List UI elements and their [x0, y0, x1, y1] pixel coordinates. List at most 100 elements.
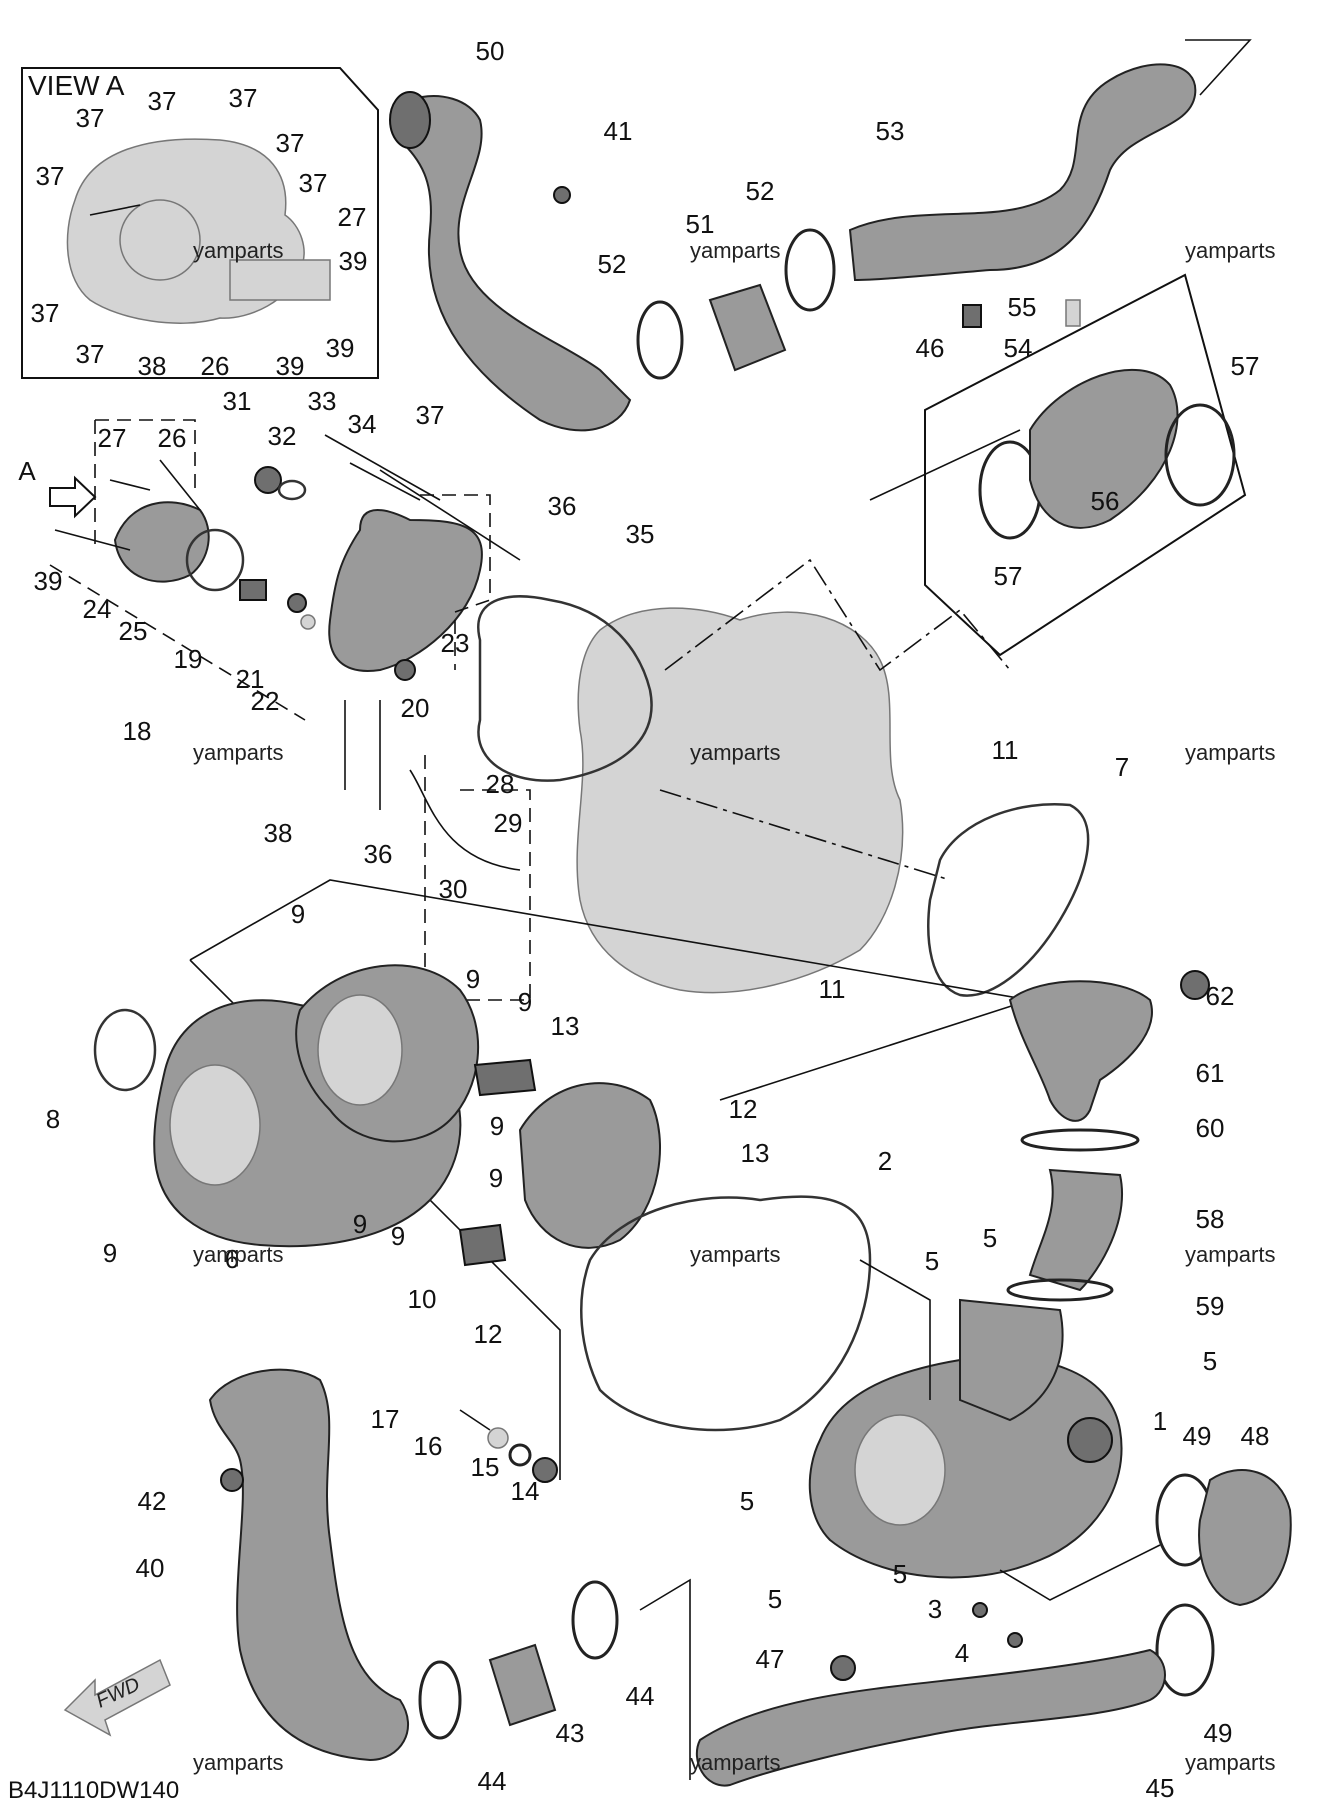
o-ring-32 [277, 479, 307, 501]
callout-44: 44 [626, 1681, 655, 1711]
callout-3: 3 [928, 1594, 942, 1624]
dash-box-pump [95, 419, 196, 490]
seal-8 [93, 1008, 157, 1092]
callout-2: 2 [878, 1146, 892, 1176]
bolt-17-line [459, 1409, 491, 1431]
callout-37: 37 [276, 128, 305, 158]
callout-12: 12 [729, 1094, 758, 1124]
hose-45 [695, 1648, 1166, 1787]
callout-18: 18 [123, 716, 152, 746]
hose-50-end [389, 91, 431, 149]
watermarks: yamparts yamparts yamparts yamparts yamparts… [193, 238, 1275, 1775]
callout-15: 15 [471, 1452, 500, 1482]
callout-29: 29 [494, 808, 523, 838]
lower-frame-left [639, 1578, 691, 1780]
callout-39: 39 [34, 566, 63, 596]
callout-43: 43 [556, 1718, 585, 1748]
nut-41 [553, 186, 571, 204]
frame-line-top [1185, 39, 1252, 96]
watermark: yamparts [193, 1242, 283, 1267]
callout-37: 37 [299, 168, 328, 198]
intake-hose-50 [398, 95, 632, 432]
callout-13: 13 [741, 1138, 770, 1168]
view-a-arrow-icon [49, 475, 97, 519]
callout-9: 9 [490, 1111, 504, 1141]
callout-8: 8 [46, 1104, 60, 1134]
watermark: yamparts [690, 1750, 780, 1775]
clamp-52-left [636, 300, 684, 380]
callout-37: 37 [36, 161, 65, 191]
callout-36: 36 [548, 491, 577, 521]
cover-6-opening [169, 1064, 261, 1186]
watermark: yamparts [1185, 1750, 1275, 1775]
duct-assembly-56 [924, 39, 1252, 657]
callout-44: 44 [478, 1766, 507, 1796]
callout-26: 26 [158, 423, 187, 453]
view-a-inset: VIEW A [21, 67, 379, 379]
upper-hoses [389, 63, 1197, 432]
callout-48: 48 [1241, 1421, 1270, 1451]
callout-49: 49 [1204, 1718, 1233, 1748]
inset-arm [89, 204, 141, 216]
cover-1-boss [1067, 1417, 1113, 1463]
bracket-10 [458, 1223, 507, 1267]
gasket-35 [477, 595, 653, 782]
nut-47 [830, 1655, 856, 1681]
watermark: yamparts [690, 238, 780, 263]
callout-37: 37 [76, 339, 105, 369]
callout-16: 16 [414, 1431, 443, 1461]
callout-33: 33 [308, 386, 337, 416]
joint-51 [708, 283, 787, 372]
callout-39: 39 [339, 246, 368, 276]
callout-27: 27 [98, 423, 127, 453]
callout-42: 42 [138, 1486, 167, 1516]
callout-53: 53 [876, 116, 905, 146]
callout-9: 9 [291, 899, 305, 929]
breather-hose-30 [409, 769, 521, 871]
pump-outlet-view [229, 259, 331, 301]
duct-frame [924, 273, 1247, 657]
cover-1-frame [999, 1544, 1161, 1601]
callout-37: 37 [148, 86, 177, 116]
callout-60: 60 [1196, 1113, 1225, 1143]
callout-38: 38 [264, 818, 293, 848]
callout-5: 5 [893, 1559, 907, 1589]
callout-28: 28 [486, 769, 515, 799]
callout-6: 6 [225, 1244, 239, 1274]
cover-6-back-opening [317, 994, 403, 1106]
callout-34: 34 [348, 409, 377, 439]
clamp-44-upper [571, 1580, 619, 1660]
callout-54: 54 [1004, 333, 1033, 363]
callout-47: 47 [756, 1644, 785, 1674]
watermark: yamparts [690, 1242, 780, 1267]
impeller-housing-view [119, 199, 201, 281]
callout-9: 9 [391, 1221, 405, 1251]
watermark: yamparts [193, 740, 283, 765]
watermark: yamparts [1185, 238, 1275, 263]
watermark: yamparts [193, 1750, 283, 1775]
forward-indicator: FWD [63, 1658, 171, 1737]
joint-43 [488, 1643, 557, 1727]
bracket-13 [473, 1058, 537, 1097]
dash-breather [424, 750, 531, 1001]
outlet-hose-53 [848, 63, 1197, 282]
leader-56-to-engine [869, 429, 1021, 501]
callout-5: 5 [925, 1246, 939, 1276]
duct-58 [1028, 1168, 1123, 1292]
plug-20 [394, 659, 416, 681]
callout-45: 45 [1146, 1773, 1175, 1803]
o-ring-15 [508, 1443, 532, 1467]
cover-1-leader [859, 1259, 931, 1400]
cover-6-right [518, 1082, 661, 1249]
watermark: yamparts [1185, 740, 1275, 765]
callout-17: 17 [371, 1404, 400, 1434]
clamp-49-lower [1155, 1603, 1215, 1697]
callout-12: 12 [474, 1319, 503, 1349]
bolt-34-line [349, 462, 421, 501]
callout-55: 55 [1008, 292, 1037, 322]
washer-3 [972, 1602, 988, 1618]
callout-35: 35 [626, 519, 655, 549]
washer-22 [300, 614, 316, 630]
